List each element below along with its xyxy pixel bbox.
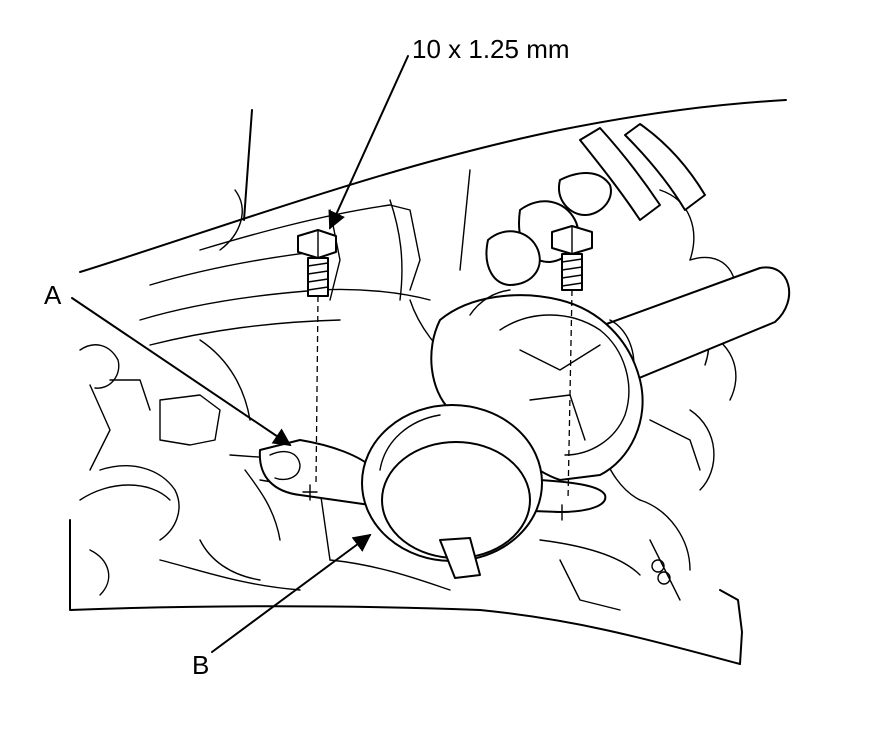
label-b-leader: [211, 533, 372, 653]
label-a: A: [44, 280, 62, 310]
outer-outline: [69, 99, 787, 665]
hoses: [485, 123, 706, 286]
retaining-ring: [361, 404, 543, 579]
label-a-leader: [71, 297, 292, 447]
bolt-spec-leader: [328, 55, 409, 230]
bolt-spec-label: 10 x 1.25 mm: [412, 34, 570, 64]
bolt-left: [297, 229, 337, 486]
engine-casting: [79, 169, 641, 611]
bolt-right: [551, 225, 593, 501]
callout-leaders: [71, 55, 409, 653]
label-b: B: [192, 650, 209, 680]
